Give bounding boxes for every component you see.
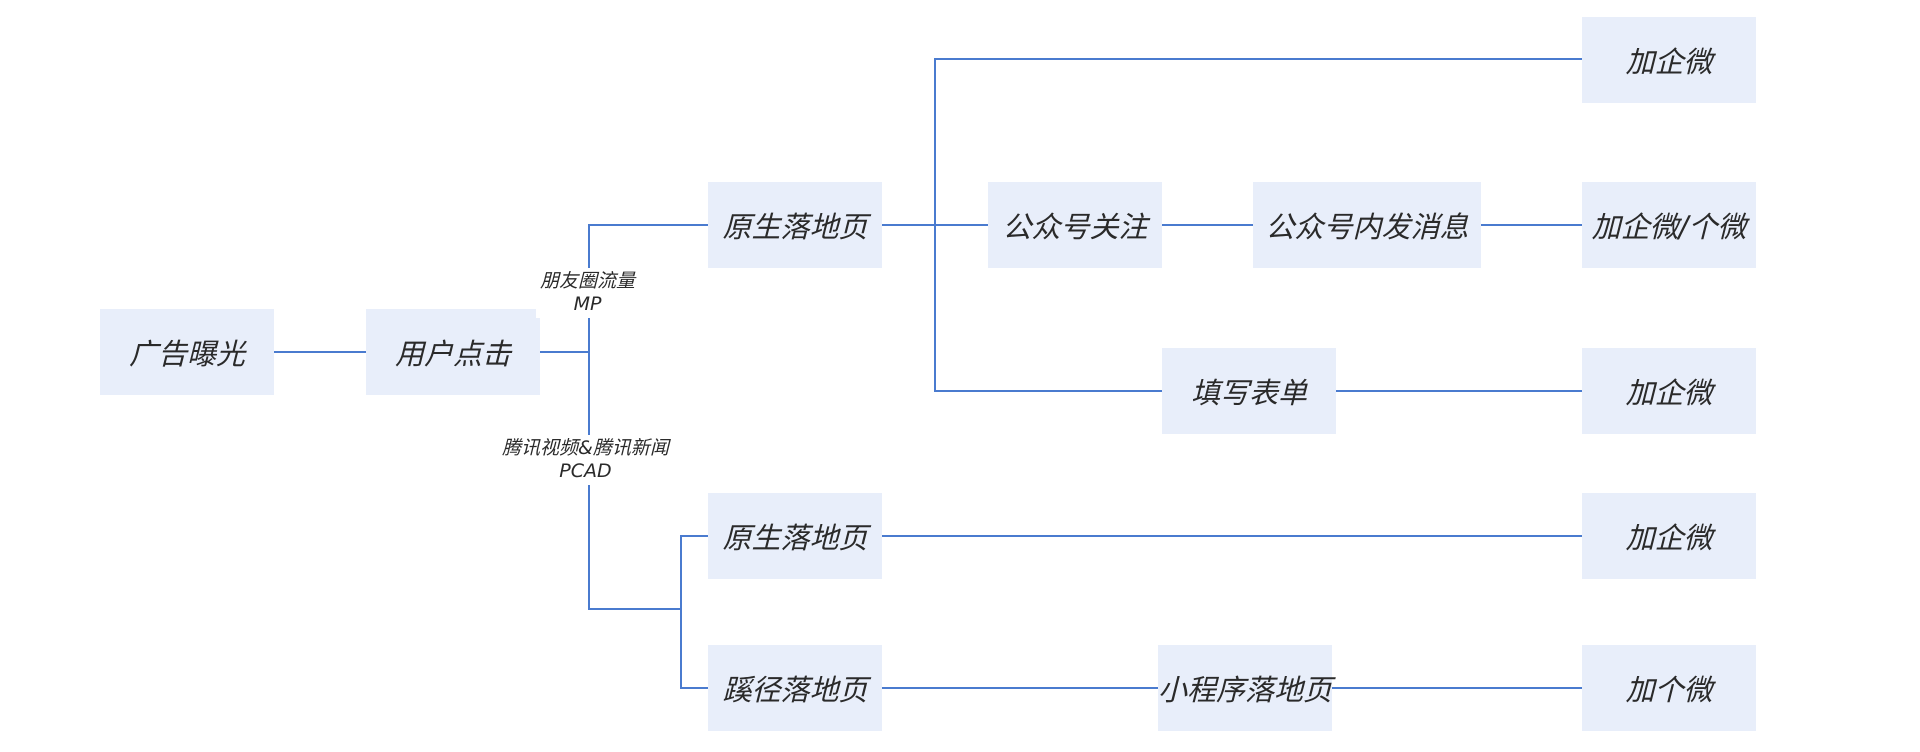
edge-label-line: 朋友圈流量 [540,270,636,292]
node-add-wecom-3: 加企微 [1582,493,1756,579]
node-user-click: 用户点击 [366,309,540,395]
node-label: 公众号关注 [1002,210,1148,244]
node-add-wecom-personal: 加企微/个微 [1582,182,1756,268]
edge-label-line: PCAD [559,460,612,482]
node-oa-message: 公众号内发消息 [1253,182,1481,268]
node-miniprogram-landing: 小程序落地页 [1158,645,1332,731]
node-label: 原生落地页 [722,210,868,244]
node-label: 加企微 [1625,521,1713,555]
node-native-landing-1: 原生落地页 [708,182,882,268]
edge-label-line: 腾讯视频&腾讯新闻 [502,437,669,459]
node-label: 广告曝光 [128,337,245,371]
edge-label-line: MP [573,293,602,315]
node-add-wecom-2: 加企微 [1582,348,1756,434]
edge-label-moments: 朋友圈流量 MP [536,268,640,318]
node-label: 加企微 [1625,376,1713,410]
node-label: 公众号内发消息 [1265,210,1469,244]
node-add-wecom-1: 加企微 [1582,17,1756,103]
node-oa-follow: 公众号关注 [988,182,1162,268]
node-add-personal-wechat: 加个微 [1582,645,1756,731]
node-label: 加企微 [1625,45,1713,79]
node-label: 填写表单 [1190,376,1307,410]
node-label: 小程序落地页 [1158,673,1333,707]
node-label: 加企微/个微 [1591,210,1747,244]
node-label: 蹊径落地页 [722,673,868,707]
node-native-landing-2: 原生落地页 [708,493,882,579]
node-label: 原生落地页 [722,521,868,555]
node-label: 加个微 [1625,673,1713,707]
node-fill-form: 填写表单 [1162,348,1336,434]
edge-label-tencent: 腾讯视频&腾讯新闻 PCAD [498,435,673,485]
node-ad-exposure: 广告曝光 [100,309,274,395]
node-label: 用户点击 [394,337,511,371]
node-jump-landing: 蹊径落地页 [708,645,882,731]
